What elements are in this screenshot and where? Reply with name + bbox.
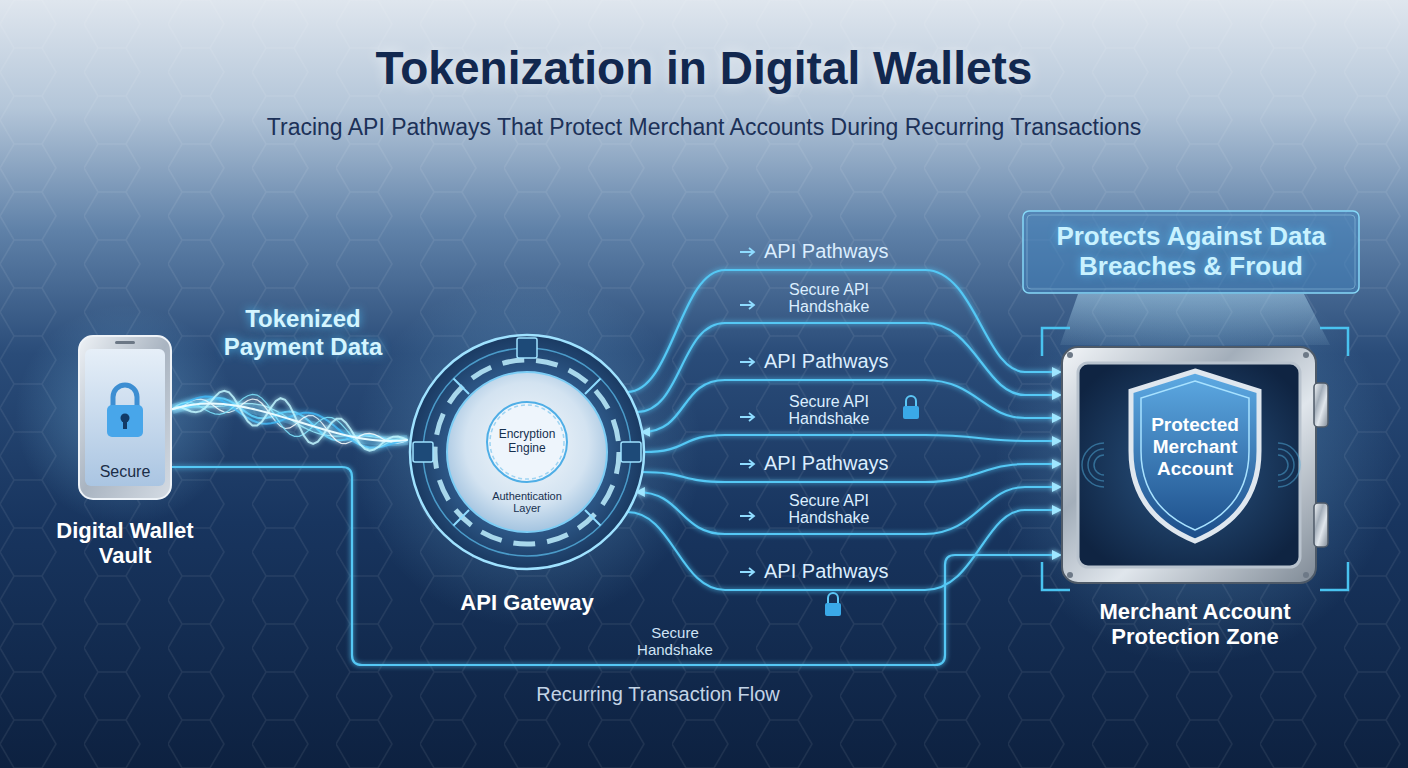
encryption-engine-circle-part (490, 405, 564, 479)
connector (644, 435, 1060, 452)
edge-label: API Pathways (764, 452, 914, 475)
data-stream-strand (172, 394, 408, 449)
edge-label: Secure API Handshake (764, 492, 894, 527)
api-gateway-circle-part (423, 348, 631, 556)
corner-bracket (1320, 328, 1348, 356)
merchant-shield-part (1131, 371, 1259, 541)
small-arrow (740, 301, 754, 309)
api-gateway-circle-part (453, 510, 469, 526)
vault-safe-part (1078, 363, 1300, 567)
small-arrow (740, 248, 754, 256)
edge-label: API Pathways (764, 240, 914, 263)
small-arrow (740, 460, 754, 468)
edge-label: Secure Handshake (620, 624, 730, 659)
node-text: Digital Wallet Vault (40, 518, 210, 569)
vault-safe-part (1062, 347, 1316, 583)
data-stream-core (172, 404, 408, 442)
small-arrow (740, 413, 754, 421)
node-text: Authentication Layer (477, 490, 577, 514)
node-text: Encryption Engine (491, 428, 563, 456)
node-text: Protects Against Data Breaches & Froud (1034, 222, 1348, 282)
wallet-phone-part (113, 385, 137, 407)
vault-safe-part (1278, 449, 1294, 481)
callout-panel: Protects Against Data Breaches & Froud (1022, 210, 1360, 294)
data-stream-strand (172, 397, 408, 448)
corner-bracket (1320, 562, 1348, 590)
api-pathway-line (627, 270, 1060, 392)
connector (172, 391, 408, 451)
vault-safe-part (1314, 383, 1328, 427)
vault-safe-part (1278, 455, 1288, 475)
callout-panel-part (1023, 211, 1359, 293)
wallet-phone-part (123, 419, 127, 429)
vault-safe-part (1067, 572, 1073, 578)
flow-caption: Recurring Transaction Flow (458, 683, 858, 706)
vault-safe-part (1303, 352, 1309, 358)
node-text: API Gateway (427, 590, 627, 615)
small-arrow (740, 358, 754, 366)
subtitle: Tracing API Pathways That Protect Mercha… (0, 114, 1408, 140)
wallet-phone-part (107, 405, 143, 437)
api-pathway-line (644, 435, 1060, 452)
callout-panel-part (1027, 215, 1355, 289)
lock-icon (903, 406, 919, 419)
diagram-title: Tokenization in Digital Wallets (0, 42, 1408, 95)
vault-safe-part (1088, 449, 1104, 481)
edge-label: Secure API Handshake (764, 393, 894, 428)
small-arrow (740, 568, 754, 576)
vault-safe-part (1314, 503, 1328, 547)
api-gateway-circle-part (585, 378, 601, 394)
merchant-shield: Protected Merchant Account (1125, 367, 1265, 545)
edge-label: Tokenized Payment Data (203, 305, 403, 360)
edge-label: API Pathways (764, 350, 914, 373)
connector (627, 270, 1060, 392)
api-gateway-circle-part (621, 442, 641, 462)
encryption-engine-circle-part (487, 402, 567, 482)
vault-safe-part (1082, 443, 1104, 487)
edge-label: API Pathways (764, 560, 914, 583)
wallet-phone: SecureDigital Wallet Vault (78, 335, 172, 500)
lock-icon (825, 603, 841, 616)
small-arrow (740, 512, 754, 520)
api-gateway-circle-part (447, 372, 607, 532)
merchant-shield-part (1141, 381, 1249, 530)
node-text: Protected Merchant Account (1140, 414, 1250, 480)
api-gateway-circle: Authentication LayerAPI GatewayEncryptio… (407, 332, 647, 572)
data-stream-strand (172, 391, 408, 451)
encryption-engine-circle: Encryption Engine (485, 400, 569, 484)
vault-safe-part (1067, 352, 1073, 358)
api-gateway-circle-part (435, 360, 619, 544)
vault-safe: Merchant Account Protection ZoneProtecte… (1060, 345, 1330, 585)
api-gateway-circle-part (585, 510, 601, 526)
callout-beam (1060, 294, 1330, 345)
lock-icon (828, 593, 838, 603)
api-gateway-circle-part (413, 442, 433, 462)
node-text: Merchant Account Protection Zone (1075, 599, 1315, 650)
api-gateway-circle-part (453, 378, 469, 394)
connector (642, 380, 1060, 432)
node-text: Secure (78, 463, 172, 481)
api-pathway-line (642, 380, 1060, 432)
vault-safe-part (1278, 443, 1300, 487)
api-gateway-circle-part (410, 335, 644, 569)
vault-safe-part (1303, 572, 1309, 578)
phone-glow (15, 305, 235, 525)
api-gateway-circle-part (517, 338, 537, 358)
vault-safe-part (1094, 455, 1104, 475)
edge-label: Secure API Handshake (764, 281, 894, 316)
lock-icon (906, 396, 916, 406)
wallet-phone-part (115, 341, 135, 344)
wallet-phone-part (79, 336, 171, 499)
